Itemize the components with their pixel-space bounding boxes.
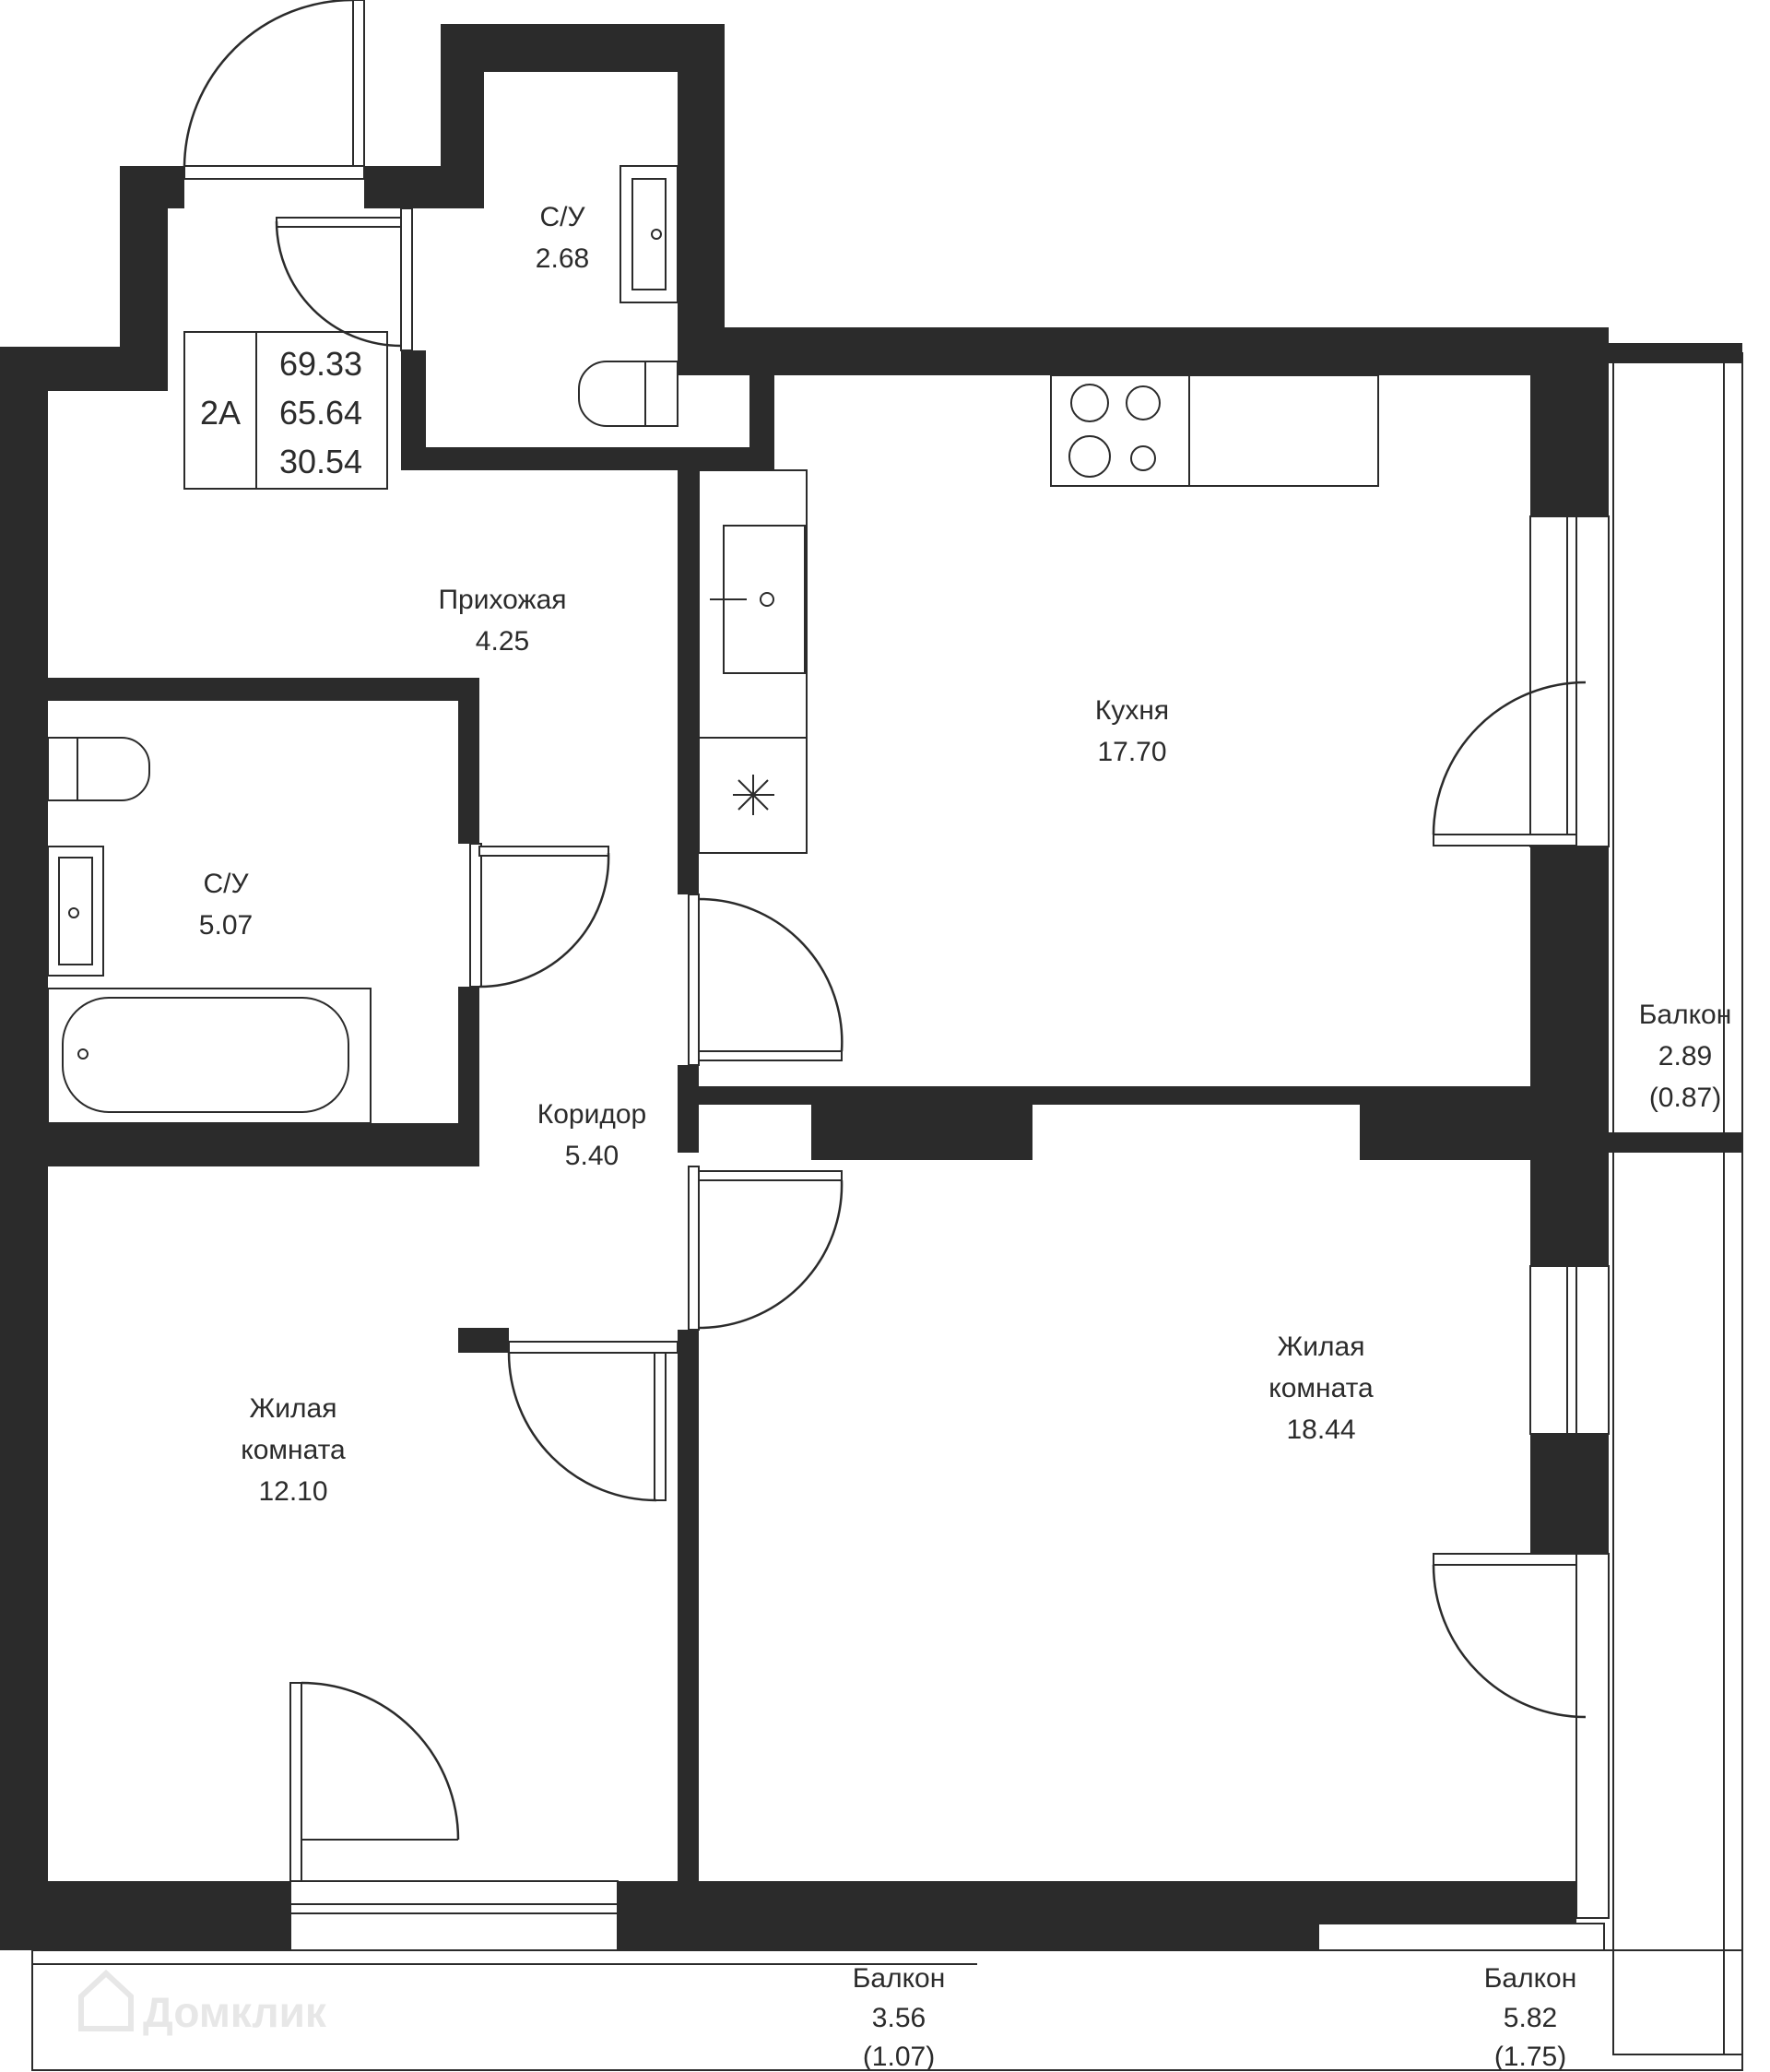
stove-icon [1068,384,1161,478]
balcony-name: Балкон [853,1963,946,1994]
room-area: 2.68 [536,243,589,274]
fixtures [47,165,1379,1124]
room-name: Прихожая [438,585,566,615]
watermark: Домклик [78,1969,327,2036]
balcony-labels: Балкон 2.89 (0.87) Балкон 3.56 (1.07) Ба… [853,1000,1732,2072]
windows [289,515,1610,1951]
balcony-area: 5.82 [1504,2003,1557,2033]
room-name: Коридор [537,1099,646,1130]
living-rooms-area: 30.54 [279,443,362,480]
wc-small-door [275,207,413,351]
watermark-text: Домклик [143,1988,327,2036]
dishwasher-icon [733,775,774,815]
window-bottom-right [1317,1923,1605,1951]
summary-box [183,331,388,490]
room-name: Жилая [250,1393,337,1424]
balcony-coef-area: (1.07) [863,2042,935,2072]
bathtub-icon [47,988,372,1124]
room-name: Жилая [1278,1332,1365,1362]
room-name: С/У [203,869,249,899]
balcony-left-door [289,1681,460,1882]
room-name: С/У [539,202,585,232]
room-area: 5.07 [199,910,253,941]
window-living-large-bottom [1575,1553,1610,1919]
balcony-name: Балкон [1484,1963,1577,1994]
room-area: 4.25 [476,626,529,657]
room-name: комната [1268,1373,1374,1403]
room-labels: С/У 2.68 Прихожая 4.25 Кухня 17.70 С/У 5… [199,202,1374,1507]
total-area: 69.33 [279,345,362,383]
room-area: 17.70 [1097,737,1166,767]
window-kitchen [1529,515,1610,847]
balcony-coef-area: (0.87) [1649,1083,1721,1113]
kitchen-sink-icon [710,525,806,674]
balcony-name: Балкон [1639,1000,1732,1030]
living-large-balcony-door [1432,1553,1587,1719]
living-small-door [507,1341,678,1502]
living-large-door [688,1166,844,1331]
balcony-outlines [31,352,1743,2071]
bathroom-sink-icon [47,846,104,977]
room-name: Кухня [1095,695,1169,726]
walls [0,24,1742,1950]
balcony-coef-area: (1.75) [1494,2042,1566,2072]
house-logo-icon [78,1969,134,2031]
kitchen-door [688,894,844,1066]
room-name: комната [241,1435,346,1465]
bathroom-toilet-icon [47,737,150,801]
doors [183,0,1587,1882]
window-bottom-left [289,1880,619,1951]
entrance-door [183,0,365,180]
net-area: 65.64 [279,394,362,432]
room-area: 18.44 [1286,1415,1355,1445]
balcony-area: 2.89 [1658,1041,1712,1072]
apartment-type: 2А [200,394,241,432]
bathroom-door [469,843,610,989]
sink-icon [620,165,678,303]
window-living-large-top [1529,1265,1610,1435]
kitchen-balcony-door [1432,681,1587,847]
toilet-icon [578,361,678,427]
apartment-summary: 2А 69.33 65.64 30.54 [183,331,388,490]
room-area: 12.10 [258,1476,327,1507]
room-area: 5.40 [565,1141,619,1171]
balcony-area: 3.56 [872,2003,926,2033]
